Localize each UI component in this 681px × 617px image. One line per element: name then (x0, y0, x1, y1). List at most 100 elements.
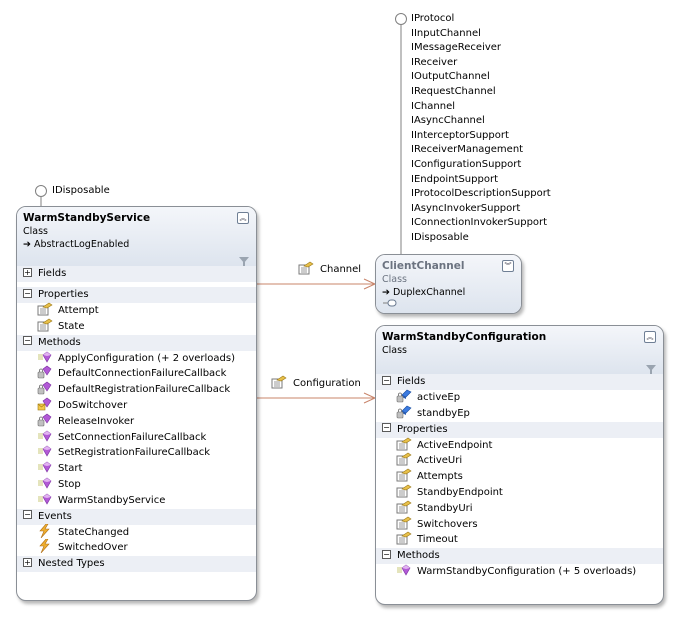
interface-label: IRequestChannel (411, 85, 496, 97)
public-method-icon (37, 476, 53, 490)
interface-label: IChannel (411, 100, 456, 112)
compartment-events[interactable]: −Events (17, 508, 256, 525)
member-row[interactable]: StandbyUri (376, 500, 663, 517)
compartment-nested-types[interactable]: +Nested Types (17, 556, 256, 573)
interface-label: IProtocol (411, 13, 455, 24)
public-method-icon (37, 444, 53, 458)
property-icon (271, 375, 287, 389)
base-class: ➔ DuplexChannel (382, 287, 466, 298)
member-row[interactable]: DefaultConnectionFailureCallback (17, 366, 256, 382)
interface-label: IDisposable (411, 231, 469, 243)
property-icon (396, 500, 412, 514)
association-label-text: Configuration (293, 378, 361, 389)
association-channel-label[interactable]: Channel (298, 261, 362, 276)
lollipop-clientchannel (395, 13, 407, 25)
property-icon (37, 318, 53, 332)
member-row[interactable]: standbyEp (376, 405, 663, 422)
compartment-properties[interactable]: −Properties (376, 421, 663, 438)
inheritance-arrow-icon: ➔ (23, 239, 34, 250)
member-row[interactable]: Timeout (376, 532, 663, 548)
inheritance-arrow-icon: ➔ (382, 287, 393, 298)
member-row[interactable]: DoSwitchover (17, 397, 256, 414)
member-row[interactable]: activeEp (376, 389, 663, 406)
member-row[interactable]: Switchovers (376, 516, 663, 533)
class-name: WarmStandbyService (23, 212, 151, 224)
interface-label: IInterceptorSupport (411, 129, 509, 141)
class-shape-clientchannel[interactable]: ClientChannel Class ➔ DuplexChannel ︾ (375, 254, 522, 314)
member-row[interactable]: ReleaseInvoker (17, 413, 256, 430)
member-row[interactable]: ActiveEndpoint (376, 437, 663, 454)
member-row[interactable]: State (17, 318, 256, 335)
chevron-up-double-icon[interactable]: ︽ (644, 331, 656, 343)
member-row[interactable]: StateChanged (17, 523, 256, 541)
public-method-icon (396, 563, 412, 577)
member-row[interactable]: DefaultRegistrationFailureCallback (17, 381, 256, 398)
protected-method-icon (37, 397, 53, 411)
compartment-properties[interactable]: −Properties (17, 287, 256, 303)
interface-label: IReceiverManagement (411, 144, 524, 156)
collapse-icon[interactable]: − (23, 510, 32, 520)
collapse-icon[interactable]: − (382, 375, 391, 385)
member-row[interactable]: SetConnectionFailureCallback (17, 430, 256, 446)
base-class: ➔ AbstractLogEnabled (23, 239, 130, 250)
interface-label: IDisposable (52, 185, 110, 196)
collapse-icon[interactable]: − (23, 336, 32, 346)
interface-label: IConfigurationSupport (411, 158, 522, 170)
class-header[interactable]: WarmStandbyConfiguration Class ︽ (376, 326, 663, 375)
class-header[interactable]: WarmStandbyService Class ➔ AbstractLogEn… (17, 207, 256, 267)
association-configuration-label[interactable]: Configuration (271, 375, 361, 390)
event-icon (37, 539, 53, 554)
private-method-icon (37, 413, 53, 427)
compartment-fields[interactable]: +Fields (17, 266, 256, 282)
member-row[interactable]: StandbyEndpoint (376, 484, 663, 501)
chevron-down-double-icon[interactable]: ︾ (502, 260, 514, 272)
class-kind: Class (382, 274, 407, 285)
compartment-methods[interactable]: −Methods (376, 548, 663, 565)
property-icon (396, 437, 412, 451)
interface-label: IEndpointSupport (411, 173, 498, 185)
member-row[interactable]: ActiveUri (376, 453, 663, 469)
association-label-text: Channel (320, 264, 362, 275)
class-name: ClientChannel (382, 260, 465, 272)
interface-label: IAsyncChannel (411, 115, 485, 127)
member-row[interactable]: Start (17, 461, 256, 477)
private-method-icon (37, 381, 53, 395)
property-icon (396, 468, 412, 482)
interface-label: IConnectionInvokerSupport (411, 217, 548, 229)
private-field-icon (396, 405, 412, 419)
member-row[interactable]: Stop (17, 477, 256, 493)
class-name: WarmStandbyConfiguration (382, 331, 547, 343)
member-row[interactable]: WarmStandbyService (17, 493, 256, 509)
expand-icon[interactable]: + (23, 557, 32, 567)
compartment-methods[interactable]: −Methods (17, 334, 256, 351)
collapse-icon[interactable]: − (382, 549, 391, 559)
collapse-icon[interactable]: − (23, 288, 32, 298)
private-field-icon (396, 389, 412, 403)
member-row[interactable]: ApplyConfiguration (+ 2 overloads) (17, 351, 256, 367)
public-method-icon (37, 492, 53, 506)
chevron-up-double-icon[interactable]: ︽ (237, 212, 249, 224)
member-row[interactable]: Attempts (376, 468, 663, 485)
filter-icon[interactable] (239, 257, 249, 267)
member-row[interactable]: WarmStandbyConfiguration (+ 5 overloads) (376, 564, 663, 580)
class-kind: Class (382, 345, 407, 356)
expand-icon[interactable]: + (23, 267, 32, 277)
lollipop-idisposable-service (35, 185, 47, 197)
collapse-icon[interactable]: − (382, 423, 391, 433)
class-header[interactable]: ClientChannel Class ➔ DuplexChannel ︾ (376, 255, 521, 313)
member-row[interactable]: Attempt (17, 302, 256, 319)
public-method-icon (37, 460, 53, 474)
public-method-icon (37, 350, 53, 364)
member-row[interactable]: SetRegistrationFailureCallback (17, 445, 256, 461)
member-row[interactable]: SwitchedOver (17, 539, 256, 556)
interface-lollipop-collapsed-icon (383, 299, 397, 310)
class-shape-warmstandbyconfiguration[interactable]: WarmStandbyConfiguration Class ︽ −Fields… (375, 325, 664, 605)
interface-label: IMessageReceiver (411, 42, 502, 54)
event-icon (37, 523, 53, 538)
compartment-fields[interactable]: −Fields (376, 374, 663, 390)
private-method-icon (37, 365, 53, 379)
property-icon (396, 516, 412, 530)
class-shape-warmstandbyservice[interactable]: WarmStandbyService Class ➔ AbstractLogEn… (16, 206, 257, 601)
filter-icon[interactable] (646, 365, 656, 375)
